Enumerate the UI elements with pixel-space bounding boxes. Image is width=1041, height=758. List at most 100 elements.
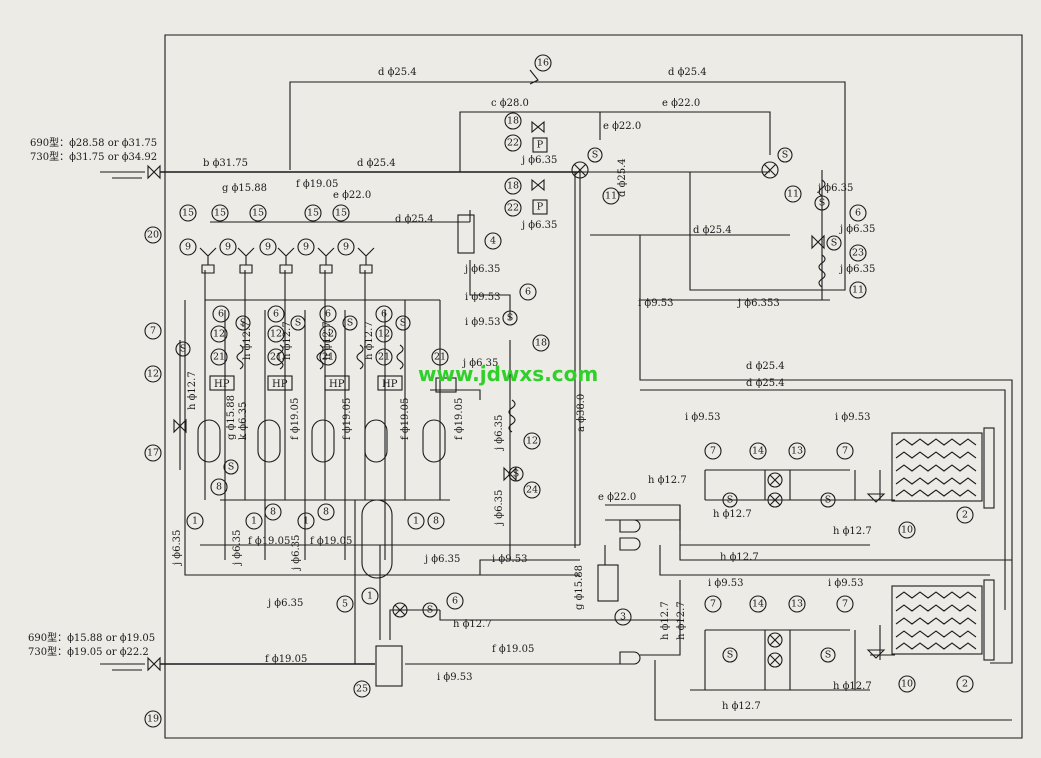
svg-text:1: 1: [413, 516, 419, 527]
svg-text:d ϕ25.4: d ϕ25.4: [746, 361, 785, 372]
svg-text:S: S: [513, 469, 520, 480]
svg-text:i ϕ9.53: i ϕ9.53: [437, 672, 472, 683]
svg-text:h ϕ12.7: h ϕ12.7: [720, 552, 759, 563]
svg-text:6: 6: [855, 208, 861, 219]
svg-text:9: 9: [185, 242, 191, 253]
svg-text:8: 8: [270, 507, 276, 518]
svg-text:e ϕ22.0: e ϕ22.0: [662, 98, 700, 109]
svg-text:8: 8: [216, 482, 222, 493]
svg-text:10: 10: [901, 525, 913, 536]
svg-text:S: S: [592, 150, 599, 161]
svg-text:6: 6: [381, 309, 387, 320]
svg-text:23: 23: [852, 248, 864, 259]
svg-text:21: 21: [434, 352, 446, 363]
svg-text:j ϕ6.35: j ϕ6.35: [521, 220, 557, 231]
svg-text:S: S: [819, 198, 826, 209]
svg-text:f ϕ19.05: f ϕ19.05: [400, 398, 411, 440]
svg-text:12: 12: [322, 329, 334, 340]
svg-text:9: 9: [225, 242, 231, 253]
svg-text:a ϕ38.0: a ϕ38.0: [576, 394, 587, 432]
hp-label: HP: [382, 379, 398, 390]
svg-text:i ϕ9.53: i ϕ9.53: [835, 412, 870, 423]
svg-text:e ϕ22.0: e ϕ22.0: [598, 492, 636, 503]
svg-text:13: 13: [791, 599, 803, 610]
svg-text:14: 14: [752, 446, 764, 457]
svg-text:S: S: [400, 318, 407, 329]
svg-text:1: 1: [367, 591, 373, 602]
svg-text:h ϕ12.7: h ϕ12.7: [722, 701, 761, 712]
svg-text:6: 6: [325, 309, 331, 320]
svg-text:15: 15: [214, 208, 226, 219]
svg-text:S: S: [240, 318, 247, 329]
svg-text:19: 19: [147, 714, 159, 725]
svg-text:j ϕ6.35: j ϕ6.35: [232, 530, 243, 566]
svg-text:7: 7: [710, 446, 716, 457]
svg-text:21: 21: [213, 352, 225, 363]
hp-switches: HP HP HP HP: [209, 375, 457, 393]
compressors: [197, 419, 446, 579]
svg-text:i ϕ9.53: i ϕ9.53: [465, 317, 500, 328]
svg-text:2: 2: [962, 510, 968, 521]
svg-text:j ϕ6.35: j ϕ6.35: [424, 554, 460, 565]
svg-text:21: 21: [270, 352, 282, 363]
svg-text:f ϕ19.05: f ϕ19.05: [454, 398, 465, 440]
svg-text:h ϕ12.7: h ϕ12.7: [242, 321, 253, 360]
svg-text:15: 15: [182, 208, 194, 219]
svg-text:22: 22: [507, 203, 519, 214]
svg-text:8: 8: [433, 516, 439, 527]
svg-text:d ϕ25.4: d ϕ25.4: [378, 67, 417, 78]
svg-text:e ϕ22.0: e ϕ22.0: [333, 190, 371, 201]
svg-text:h ϕ12.7: h ϕ12.7: [676, 601, 687, 640]
svg-text:j ϕ6.35: j ϕ6.35: [839, 224, 875, 235]
svg-text:f ϕ19.05: f ϕ19.05: [265, 654, 307, 665]
svg-text:S: S: [180, 344, 187, 355]
svg-text:18: 18: [507, 181, 519, 192]
svg-text:12: 12: [526, 436, 538, 447]
svg-text:g ϕ15.88: g ϕ15.88: [226, 395, 237, 440]
svg-text:j ϕ6.35: j ϕ6.35: [817, 183, 853, 194]
svg-text:j ϕ6.35: j ϕ6.35: [839, 264, 875, 275]
side-note-730-bottom: 730型：ϕ19.05 or ϕ22.2: [28, 645, 149, 658]
svg-text:g ϕ15.88: g ϕ15.88: [574, 565, 585, 610]
svg-text:h ϕ12.7: h ϕ12.7: [364, 321, 375, 360]
svg-text:4: 4: [490, 236, 496, 247]
svg-text:3: 3: [620, 612, 626, 623]
svg-text:S: S: [507, 313, 514, 324]
svg-text:21: 21: [322, 352, 334, 363]
svg-text:e ϕ22.0: e ϕ22.0: [603, 121, 641, 132]
p-label: P: [537, 202, 544, 213]
svg-text:20: 20: [147, 230, 159, 241]
svg-text:i ϕ9.53: i ϕ9.53: [492, 554, 527, 565]
svg-text:11: 11: [605, 191, 617, 202]
svg-text:15: 15: [252, 208, 264, 219]
svg-text:j ϕ6.35: j ϕ6.35: [172, 530, 183, 566]
svg-text:h ϕ12.7: h ϕ12.7: [322, 321, 333, 360]
svg-text:1: 1: [251, 516, 257, 527]
svg-text:11: 11: [852, 285, 864, 296]
svg-text:11: 11: [787, 189, 799, 200]
svg-text:h ϕ12.7: h ϕ12.7: [833, 526, 872, 537]
svg-text:b ϕ31.75: b ϕ31.75: [203, 158, 248, 169]
svg-text:12: 12: [378, 329, 390, 340]
svg-text:15: 15: [335, 208, 347, 219]
svg-text:21: 21: [378, 352, 390, 363]
pressure-switches: P P: [532, 137, 548, 215]
svg-text:j ϕ6.35: j ϕ6.35: [521, 155, 557, 166]
svg-text:i ϕ9.53: i ϕ9.53: [685, 412, 720, 423]
svg-text:f ϕ19.05: f ϕ19.05: [296, 179, 338, 190]
svg-text:7: 7: [710, 599, 716, 610]
svg-text:j ϕ6.35: j ϕ6.35: [464, 264, 500, 275]
svg-text:d ϕ25.4: d ϕ25.4: [693, 225, 732, 236]
check-valves: [199, 69, 539, 274]
svg-text:1: 1: [303, 516, 309, 527]
pipe-labels: d ϕ25.4 d ϕ25.4 c ϕ28.0 e ϕ22.0 e ϕ22.0 …: [172, 67, 875, 712]
svg-text:6: 6: [525, 287, 531, 298]
svg-text:25: 25: [356, 684, 368, 695]
svg-text:f ϕ19.05: f ϕ19.05: [290, 398, 301, 440]
svg-text:S: S: [825, 495, 832, 506]
svg-text:j ϕ6.35: j ϕ6.35: [291, 535, 302, 571]
svg-text:S: S: [427, 605, 434, 616]
svg-text:14: 14: [752, 599, 764, 610]
p-label: P: [537, 140, 544, 151]
